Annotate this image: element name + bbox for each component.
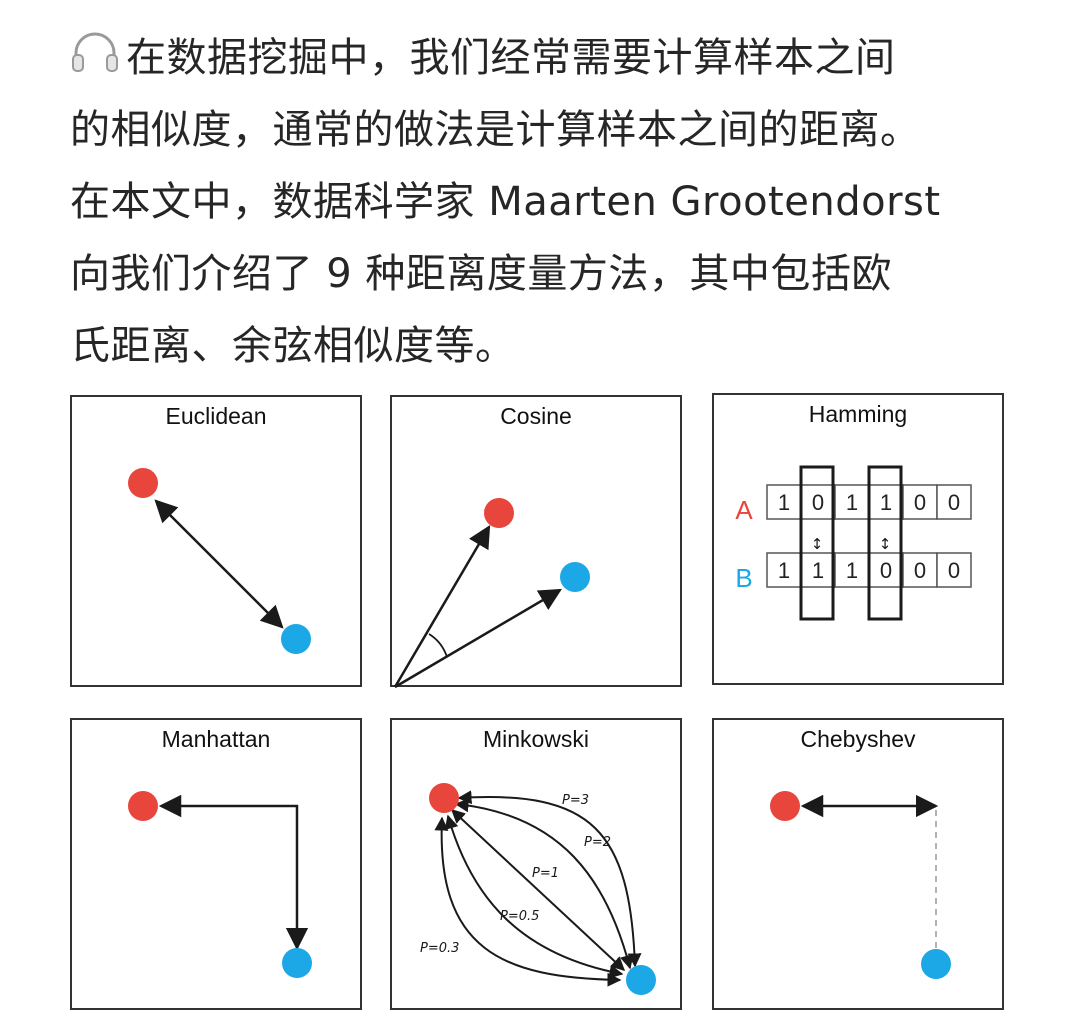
angle-arc [428,633,448,658]
row-b-label: B [735,563,752,593]
vector-b-arrow [394,588,562,689]
p-label-1: P=1 [532,866,559,881]
minkowski-diagram: P=3 P=2 P=1 P=0.5 P=0.3 [420,783,656,995]
bit-cell [800,552,836,588]
bit-value: 1 [778,558,790,583]
point-a [484,498,514,528]
bit-value: 0 [914,558,926,583]
p-label-03: P=0.3 [420,941,459,956]
p-label-05: P=0.5 [500,909,539,924]
euclidean-title: Euclidean [165,403,267,429]
point-b [560,562,590,592]
vector-a-arrow [393,525,491,688]
hamming-title: Hamming [808,401,908,427]
headphones-icon [72,32,118,72]
point-b [626,965,656,995]
chebyshev-title: Chebyshev [800,726,916,752]
chebyshev-diagram [770,791,951,979]
bit-value: 1 [778,490,790,515]
point-a [770,791,800,821]
euclidean-diagram [128,468,311,654]
bit-value: 0 [880,558,892,583]
chebyshev-panel: Chebyshev [712,718,1004,1010]
point-b [281,624,311,654]
intro-line-1: 在数据挖掘中，我们经常需要计算样本之间 [70,22,1030,94]
manhattan-title: Manhattan [161,726,271,752]
curve-p3 [457,790,642,968]
intro-line-2: 的相似度，通常的做法是计算样本之间的距离。 [70,107,921,153]
p-label-3: P=3 [562,793,589,808]
intro-line-3: 在本文中，数据科学家 Maarten Grootendorst [70,179,941,225]
bit-value: 1 [846,490,858,515]
diff-mark-1: ↕ [811,535,824,553]
manhattan-diagram [128,791,312,978]
curve-p03 [434,816,622,987]
bit-value: 0 [812,490,824,515]
point-b [921,949,951,979]
bit-cell [936,484,972,520]
cosine-title: Cosine [500,403,572,429]
minkowski-title: Minkowski [482,726,590,752]
intro-paragraph: 在数据挖掘中，我们经常需要计算样本之间 的相似度，通常的做法是计算样本之间的距离… [70,22,1030,382]
curve-p2 [454,798,634,970]
point-b [282,948,312,978]
diff-highlight-2 [867,465,903,621]
bit-value: 0 [948,490,960,515]
intro-line-5: 氏距离、余弦相似度等。 [70,323,516,369]
row-a-label: A [735,495,753,525]
cosine-panel: Cosine [390,395,682,689]
euclidean-distance-arrow [154,499,284,629]
diff-highlight-1 [799,465,835,621]
bit-value: 1 [846,558,858,583]
manhattan-panel: Manhattan [70,718,362,1010]
bit-cell [936,552,972,588]
bit-value: 0 [914,490,926,515]
point-a [429,783,459,813]
intro-line-1-text: 在数据挖掘中，我们经常需要计算样本之间 [126,35,896,81]
intro-line-4: 向我们介绍了 9 种距离度量方法，其中包括欧 [70,251,892,297]
bit-cell [766,552,802,588]
point-a [128,791,158,821]
bit-value: 1 [880,490,892,515]
point-a [128,468,158,498]
manhattan-path-arrow [158,794,309,951]
euclidean-panel: Euclidean [70,395,362,687]
minkowski-panel: Minkowski P=3 P=2 P=1 P=0.5 P=0.3 [390,718,682,1010]
p-label-2: P=2 [584,835,611,850]
bit-cell [834,552,870,588]
bit-value: 0 [948,558,960,583]
cosine-diagram [393,498,590,689]
bit-value: 1 [812,558,824,583]
diff-mark-2: ↕ [879,535,892,553]
